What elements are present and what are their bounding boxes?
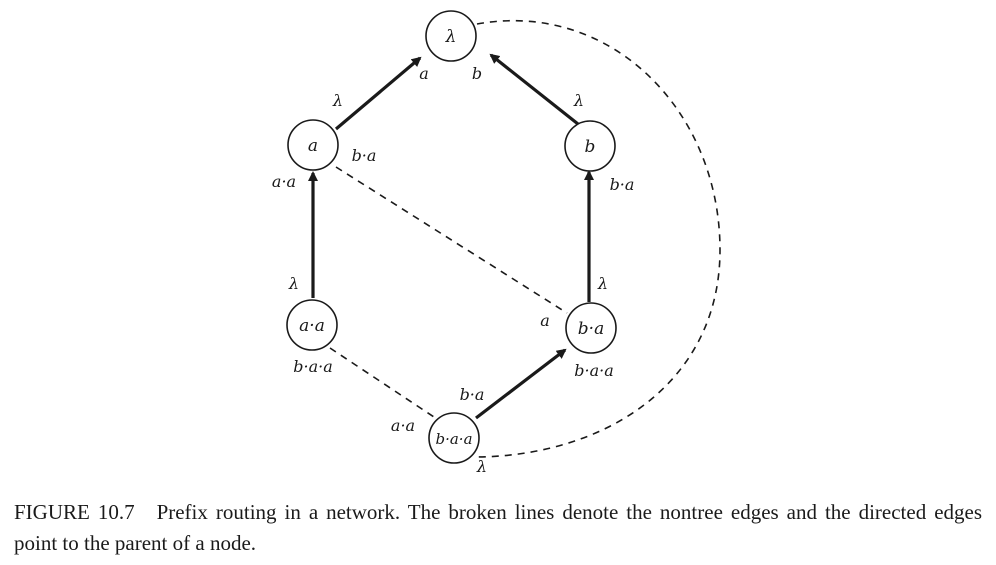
nontree-edge-root-baa — [476, 19, 721, 458]
edge-label-a-ba-near-ba: a — [540, 311, 550, 330]
node-label-b: b — [585, 137, 596, 157]
edge-label-root-baa: λ — [476, 457, 487, 476]
edge-label-aa-baa-near-baa: a·a — [391, 416, 415, 435]
edge-label-a-root-near-child: λ — [332, 91, 343, 110]
tree-edge-b-root — [489, 53, 579, 126]
edge-label-ba-b-near-parent: b·a — [610, 175, 635, 194]
edge-label-aa-a-near-child: λ — [288, 274, 299, 293]
nontree-edge-aa-baa — [329, 347, 435, 418]
node-root: λ — [425, 10, 477, 62]
node-aa: a·a — [286, 299, 338, 351]
tree-edge-a-root — [334, 56, 422, 131]
node-label-ba: b·a — [578, 319, 604, 339]
node-label-aa: a·a — [299, 316, 325, 336]
edge-label-b-root-near-parent: b — [472, 64, 482, 83]
node-baa: b·a·a — [428, 412, 480, 464]
node-label-a: a — [308, 136, 318, 156]
edge-label-aa-baa-near-aa: b·a·a — [293, 357, 333, 376]
node-ba: b·a — [565, 302, 617, 354]
prefix-routing-diagram: λ a b a·a b·a b·a·a λ a λ b λ a·a λ b·a … — [272, 10, 721, 476]
node-label-root: λ — [445, 27, 457, 47]
node-b: b — [564, 120, 616, 172]
node-a: a — [287, 119, 339, 171]
nontree-edge-a-ba — [335, 166, 568, 314]
edge-label-ba-b-near-child: λ — [597, 274, 608, 293]
edge-label-b-root-near-child: λ — [573, 91, 584, 110]
node-label-baa: b·a·a — [435, 430, 472, 448]
tree-edge-baa-ba — [475, 348, 567, 420]
edge-label-a-root-near-parent: a — [419, 64, 429, 83]
edge-label-a-ba-near-a: b·a — [352, 146, 377, 165]
edge-label-aa-a-near-parent: a·a — [272, 172, 296, 191]
figure-caption: FIGURE 10.7 Prefix routing in a network.… — [14, 497, 982, 559]
edge-label-baa-ba-near-child: b·a — [460, 385, 485, 404]
edge-label-baa-ba-near-parent: b·a·a — [574, 361, 614, 380]
figure-label: FIGURE 10.7 — [14, 500, 135, 524]
figure-caption-text: Prefix routing in a network. The broken … — [14, 500, 983, 555]
